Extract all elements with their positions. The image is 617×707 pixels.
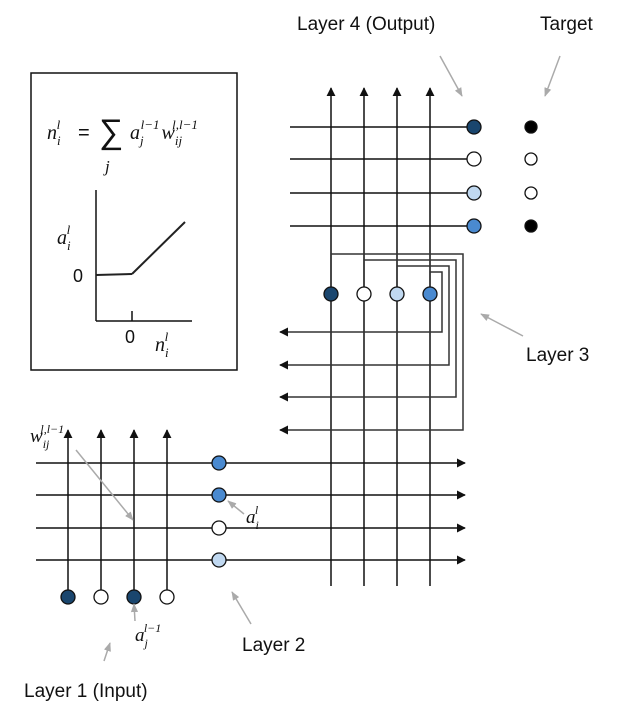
layer4-label: Layer 4 (Output) [297,14,435,35]
target-unit [524,120,538,134]
layer2-unit [211,520,227,536]
layer4-unit [466,151,482,167]
activation-plot: ail 0 0 nil [57,190,192,360]
y-axis-label: ail [57,222,71,253]
layer4-vertical-wires [326,87,435,586]
layer3-unit [323,286,339,302]
layer1-unit [159,589,175,605]
equals-sign: = [78,122,90,144]
x-tick-zero: 0 [125,327,135,347]
layer1-label: Layer 1 (Input) [24,681,148,702]
layer4-input-lines [290,126,474,227]
x-axis-label: nil [155,329,169,360]
layer2-vertical-wires [63,429,172,597]
svg-text:nil: nil [47,117,61,148]
weight-annotation: wijl,l−1 [30,422,64,451]
layer1-unit [126,589,142,605]
layer3-feedback-wires [279,253,464,435]
activation-lm1-annotation: ajl−1 [135,621,161,650]
layer1-units [60,589,175,605]
target-unit [524,219,538,233]
activation-l-annotation: ail [246,503,259,532]
layer2-unit [211,552,227,568]
target-unit [524,186,538,200]
layer3-unit [422,286,438,302]
layer1-unit [93,589,109,605]
target-label: Target [540,14,594,35]
layer3-unit [356,286,372,302]
layer1-unit [60,589,76,605]
layer2-output-wires [36,458,466,565]
y-tick-zero: 0 [73,266,83,286]
layer4-units [466,119,482,234]
layer4-unit [466,119,482,135]
layer3-unit [389,286,405,302]
layer2-units [211,455,227,568]
layer3-units [323,286,438,302]
layer3-label: Layer 3 [526,345,589,366]
sum-index: j [103,157,110,176]
pointer-arrows [75,55,561,662]
layer2-label: Layer 2 [242,635,305,656]
sum-symbol: ∑ [99,113,123,151]
target-units [524,120,538,233]
layer4-unit [466,218,482,234]
formula-box [30,72,238,371]
layer2-unit [211,455,227,471]
layer4-unit [466,185,482,201]
target-unit [524,152,538,166]
layer2-unit [211,487,227,503]
